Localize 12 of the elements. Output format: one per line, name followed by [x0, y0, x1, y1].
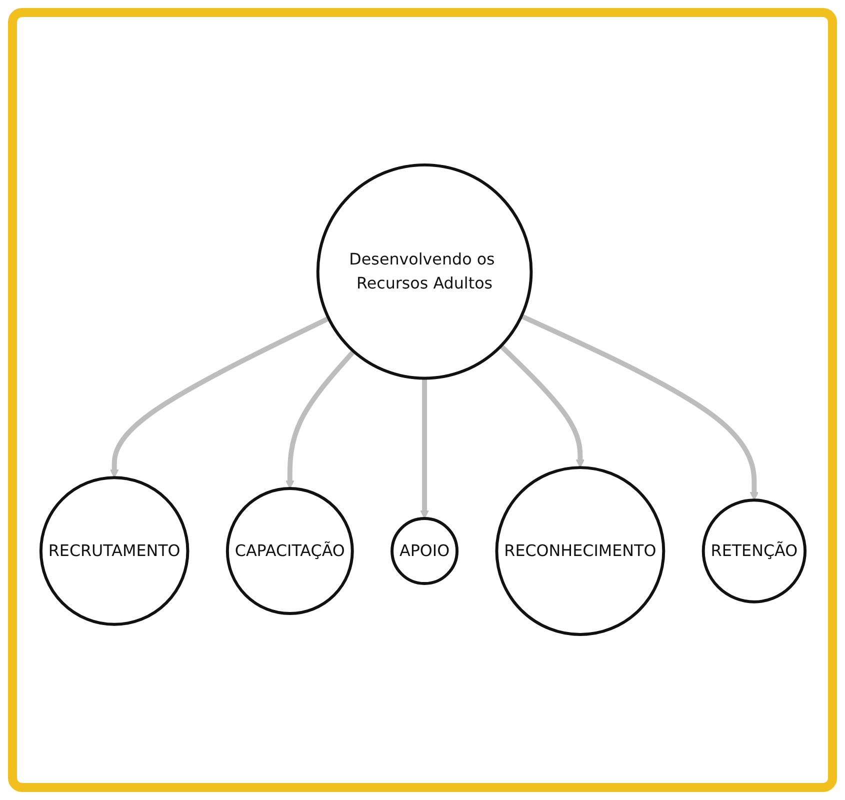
node-circle	[701, 498, 806, 604]
node-circle	[225, 487, 354, 616]
card-background: Desenvolvendo os Recursos Adultos RECRUTAMENTO CAPACITAÇÃO APOIO RECONHECIMENTO RETENÇÃO	[8, 8, 837, 792]
arrow	[498, 344, 584, 468]
node-circle	[390, 517, 458, 586]
arrow	[285, 350, 355, 490]
arrow	[420, 378, 428, 520]
arrow	[109, 316, 330, 478]
node-circle	[494, 466, 665, 636]
node-circle	[316, 164, 532, 380]
node-circle	[38, 476, 189, 626]
arrow	[520, 314, 758, 501]
